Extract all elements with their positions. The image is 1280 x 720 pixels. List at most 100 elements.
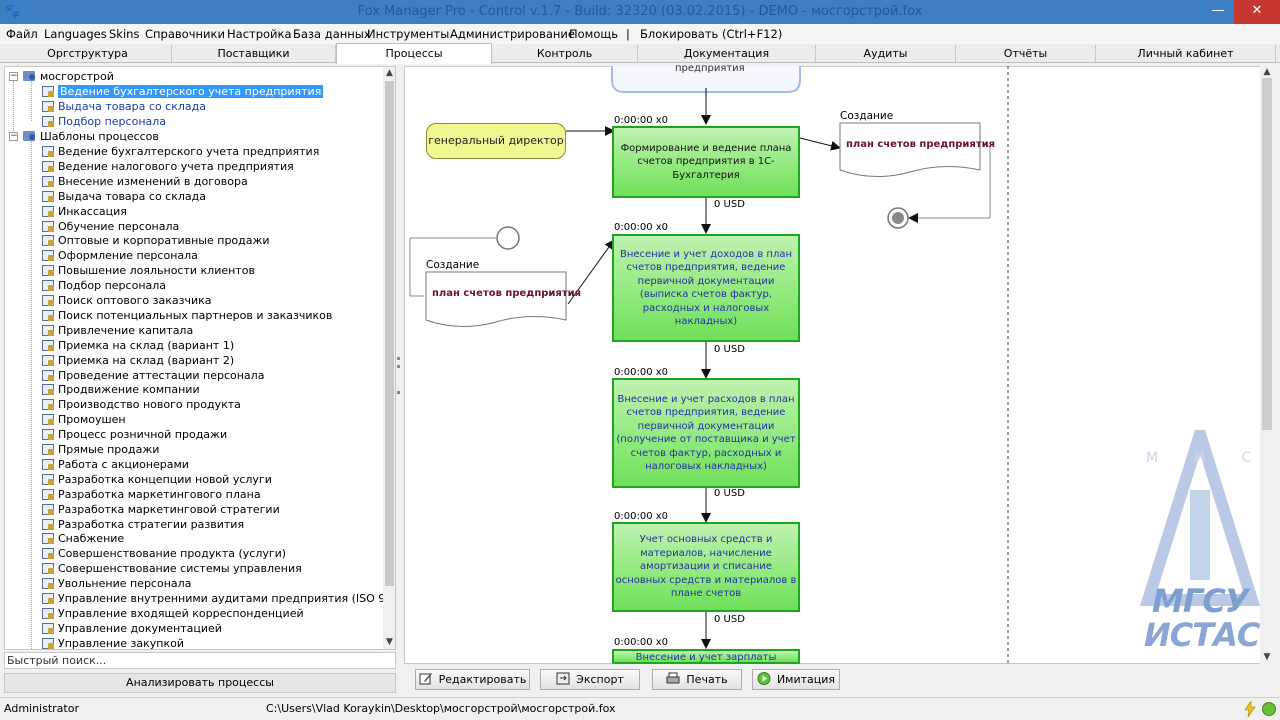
process-tree[interactable]: − мосгорстрой Ведение бухгалтерского уче…: [4, 66, 396, 650]
scroll-down-icon[interactable]: ▼: [386, 637, 393, 647]
tab-personal-account[interactable]: Личный кабинет: [1096, 45, 1276, 63]
process-step[interactable]: Формирование и ведение плана счетов пред…: [612, 126, 800, 198]
menu-settings[interactable]: Настройка: [227, 27, 292, 41]
tree-template-item[interactable]: Продвижение компании: [41, 382, 200, 397]
process-step[interactable]: Внесение и учет доходов в план счетов пр…: [612, 234, 800, 342]
tree-template-item[interactable]: Поиск оптового заказчика: [41, 293, 211, 308]
tree-template-item[interactable]: Управление внутренними аудитами предприя…: [41, 591, 395, 606]
tree-template-item[interactable]: Увольнение персонала: [41, 576, 191, 591]
collapse-toggle[interactable]: −: [9, 71, 18, 81]
role-box[interactable]: генеральный директор: [426, 123, 566, 159]
edit-icon: [419, 672, 433, 685]
tree-template-item[interactable]: Разработка маркетинговой стратегии: [41, 502, 280, 517]
menu-administration[interactable]: Администрирование: [450, 27, 575, 41]
tree-template-item[interactable]: Процесс розничной продажи: [41, 427, 227, 442]
tree-template-item[interactable]: Совершенствование системы управления: [41, 561, 302, 576]
tree-template-item[interactable]: Ведение бухгалтерского учета предприятия: [41, 144, 319, 159]
print-button[interactable]: Печать: [652, 669, 742, 690]
quick-search-input[interactable]: Быстрый поиск...: [4, 652, 396, 669]
process-icon: [41, 205, 54, 217]
tree-template-item[interactable]: Оптовые и корпоративные продажи: [41, 233, 270, 248]
tab-processes[interactable]: Процессы: [336, 43, 492, 64]
tree-template-item[interactable]: Приемка на склад (вариант 1): [41, 338, 234, 353]
process-step[interactable]: Внесение и учет расходов в план счетов п…: [612, 378, 800, 488]
tree-template-item[interactable]: Приемка на склад (вариант 2): [41, 353, 234, 368]
diagram-connectors: [409, 66, 1009, 664]
tree-template-item[interactable]: Промоушен: [41, 412, 126, 427]
tree-template-item[interactable]: Управление закупкой: [41, 636, 184, 649]
tree-node-templates[interactable]: Шаблоны процессов: [23, 129, 159, 144]
minimize-button[interactable]: —: [1211, 3, 1225, 18]
tree-template-item[interactable]: Снабжение: [41, 531, 124, 546]
tree-template-item[interactable]: Производство нового продукта: [41, 397, 241, 412]
app-fox-icon[interactable]: 🐾: [4, 4, 21, 19]
menu-file[interactable]: Файл: [6, 27, 38, 41]
menu-tools[interactable]: Инструменты: [367, 27, 450, 41]
window-title: Fox Manager Pro - Control v.1.7 - Build:…: [357, 4, 923, 19]
diagram-canvas[interactable]: [404, 66, 1274, 664]
process-icon: [41, 488, 54, 500]
tree-template-item[interactable]: Выдача товара со склада: [41, 189, 206, 204]
tab-audits[interactable]: Аудиты: [816, 45, 956, 63]
menu-help[interactable]: Помощь: [569, 27, 619, 41]
menu-skins[interactable]: Skins: [109, 27, 140, 41]
tree-template-item[interactable]: Ведение налогового учета предприятия: [41, 159, 294, 174]
tree-template-item[interactable]: Оформление персонала: [41, 248, 198, 263]
menu-references[interactable]: Справочники: [145, 27, 225, 41]
tree-item-label: Разработка стратегии развития: [58, 517, 245, 531]
tree-template-item[interactable]: Поиск потенциальных партнеров и заказчик…: [41, 308, 332, 323]
document-title[interactable]: план счетов предприятия: [846, 139, 996, 150]
export-button[interactable]: Экспорт: [540, 669, 640, 690]
tree-template-item[interactable]: Прямые продажи: [41, 442, 159, 457]
canvas-scrollbar[interactable]: ▲ ▼: [1260, 66, 1274, 664]
tree-template-item[interactable]: Инкассация: [41, 204, 127, 219]
tree-template-item[interactable]: Обучение персонала: [41, 219, 179, 234]
tab-org-structure[interactable]: Оргструктура: [4, 45, 172, 63]
tree-item[interactable]: Ведение бухгалтерского учета предприятия: [41, 84, 324, 99]
close-button[interactable]: ✕: [1234, 0, 1280, 24]
scroll-up-icon[interactable]: ▲: [386, 68, 393, 78]
tree-item[interactable]: Выдача товара со склада: [41, 99, 206, 114]
process-icon: [41, 220, 54, 232]
document-title[interactable]: план счетов предприятия: [432, 288, 582, 299]
collapse-toggle[interactable]: −: [9, 131, 18, 141]
simulate-button-label: Имитация: [776, 673, 836, 686]
tree-scrollbar[interactable]: ▲ ▼: [383, 67, 395, 649]
process-icon: [41, 518, 54, 530]
scroll-up-icon[interactable]: ▲: [1263, 67, 1271, 77]
panel-splitter[interactable]: [396, 355, 401, 400]
tree-template-item[interactable]: Привлечение капитала: [41, 323, 193, 338]
tree-template-item[interactable]: Разработка концепции новой услуги: [41, 472, 272, 487]
tree-template-item[interactable]: Подбор персонала: [41, 278, 166, 293]
tab-control[interactable]: Контроль: [492, 45, 638, 63]
process-step[interactable]: Учет основных средств и материалов, начи…: [612, 522, 800, 612]
tree-template-item[interactable]: Управление документацией: [41, 621, 222, 636]
tab-suppliers[interactable]: Поставщики: [172, 45, 336, 63]
process-step[interactable]: Внесение и учет зарплаты: [612, 649, 800, 664]
lightning-icon: [1244, 701, 1256, 717]
tree-node-root[interactable]: мосгорстрой: [23, 69, 114, 84]
tree-template-item[interactable]: Повышение лояльности клиентов: [41, 263, 255, 278]
analyze-processes-button[interactable]: Анализировать процессы: [4, 673, 396, 693]
tree-template-item[interactable]: Работа с акционерами: [41, 457, 189, 472]
menu-languages[interactable]: Languages: [44, 27, 107, 41]
process-icon: [41, 145, 54, 157]
tree-template-item[interactable]: Совершенствование продукта (услуги): [41, 546, 286, 561]
tree-item-label: Привлечение капитала: [58, 323, 194, 337]
edit-button[interactable]: Редактировать: [415, 669, 530, 690]
scroll-down-icon[interactable]: ▼: [1263, 652, 1271, 662]
tree-template-item[interactable]: Проведение аттестации персонала: [41, 368, 264, 383]
menu-lock[interactable]: Блокировать (Ctrl+F12): [640, 27, 783, 41]
tree-template-item[interactable]: Управление входящей корреспонденцией: [41, 606, 304, 621]
scroll-thumb[interactable]: [1262, 78, 1272, 430]
tree-connector: [31, 141, 32, 649]
tab-documentation[interactable]: Документация: [638, 45, 816, 63]
tab-reports[interactable]: Отчёты: [956, 45, 1096, 63]
simulate-button[interactable]: Имитация: [752, 669, 840, 690]
tree-template-item[interactable]: Разработка стратегии развития: [41, 517, 244, 532]
menu-database[interactable]: База данных: [293, 27, 371, 41]
tree-item[interactable]: Подбор персонала: [41, 114, 166, 129]
tree-template-item[interactable]: Внесение изменений в договора: [41, 174, 248, 189]
scroll-thumb[interactable]: [385, 81, 394, 586]
tree-template-item[interactable]: Разработка маркетингового плана: [41, 487, 261, 502]
